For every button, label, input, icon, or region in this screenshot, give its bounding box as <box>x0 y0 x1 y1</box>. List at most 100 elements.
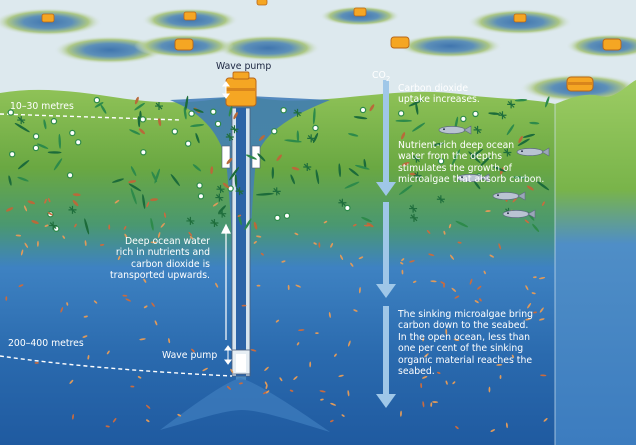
diatom-cell <box>93 96 101 104</box>
organic-particle <box>105 425 110 428</box>
co2-uptake-label: Carbon dioxide uptake increases. <box>398 83 480 106</box>
brown-alga <box>253 221 258 230</box>
microalga-cell <box>8 175 12 186</box>
microalga-cell <box>415 102 419 115</box>
organic-particle <box>112 417 117 423</box>
microalga-cell <box>290 174 295 185</box>
organic-particle <box>37 240 39 247</box>
organic-particle <box>227 385 231 390</box>
microalga-cell <box>43 119 47 130</box>
microalga-cell <box>363 158 367 169</box>
star-alga <box>68 205 77 214</box>
microalga-cell <box>130 166 137 177</box>
microalga-cell <box>244 218 252 231</box>
diatom-cell <box>227 185 234 192</box>
organic-particle <box>212 202 219 207</box>
brown-alga <box>369 104 375 112</box>
organic-particle <box>238 382 243 385</box>
microalga-cell <box>512 176 529 179</box>
diatom-cell <box>344 204 351 212</box>
organic-particle <box>512 197 518 203</box>
organic-particle <box>237 214 242 217</box>
organic-particle <box>44 224 49 227</box>
organic-particle <box>533 311 537 314</box>
organic-particle <box>499 374 502 380</box>
organic-particle <box>430 402 433 407</box>
microalga-cell <box>229 166 240 181</box>
wave-pump-motion-arrow-bottom <box>224 345 232 365</box>
organic-particle <box>294 232 299 236</box>
organic-particle <box>422 337 425 342</box>
brown-alga <box>526 185 534 191</box>
buoy-field <box>41 0 622 92</box>
star-alga <box>155 102 163 111</box>
microalga-cell <box>451 149 461 166</box>
organic-particle <box>540 374 547 377</box>
microalga-cell <box>432 142 445 147</box>
organic-particle <box>125 298 132 302</box>
organic-particle <box>108 224 111 230</box>
organic-particle <box>483 270 486 275</box>
organic-particle <box>488 386 491 393</box>
organic-particle <box>143 278 147 283</box>
organic-particle <box>23 205 28 212</box>
diatom-cell <box>184 140 192 147</box>
organic-particle <box>188 231 193 237</box>
diatom-cell <box>171 128 179 135</box>
fish-school <box>438 125 550 219</box>
star-alga <box>293 108 302 117</box>
co2-arrow-column <box>376 80 396 408</box>
pump-pipe <box>221 107 261 377</box>
brown-alga <box>128 180 137 184</box>
co2-label: CO2 <box>372 70 390 85</box>
organic-particle <box>151 302 155 308</box>
diatom-cell <box>359 106 367 114</box>
microalga-cell <box>17 159 30 170</box>
star-alga <box>436 195 445 204</box>
organic-particle <box>117 255 121 261</box>
microalga-cell <box>112 178 124 183</box>
organic-particle <box>328 312 331 318</box>
organic-particle <box>538 277 546 280</box>
brown-alga <box>222 182 230 189</box>
microalga-cell <box>517 138 530 146</box>
star-alga <box>338 198 347 207</box>
microalga-cell <box>506 124 515 136</box>
organic-particle <box>479 298 482 302</box>
microalga-cell <box>469 148 483 159</box>
organic-particle <box>264 366 269 371</box>
microalga-cell <box>58 133 61 149</box>
microalga-cell <box>192 164 202 172</box>
organic-particle <box>114 199 120 204</box>
brown-alga <box>210 166 214 175</box>
organic-particle <box>350 262 354 267</box>
microalga-cell <box>257 153 266 162</box>
depth-shallow-label: 10–30 metres <box>10 101 74 112</box>
brown-alga <box>291 166 300 171</box>
organic-particle <box>66 302 69 306</box>
microalga-cell <box>128 183 142 192</box>
microalga-cell <box>353 116 368 120</box>
organic-particle <box>341 414 345 417</box>
brown-alga <box>276 154 282 161</box>
organic-particle <box>265 390 270 394</box>
upward-transport-arrow <box>221 223 231 340</box>
microalga-cell <box>315 169 320 185</box>
depth-deep-label: 200–400 metres <box>8 338 84 349</box>
organic-particle <box>452 381 456 385</box>
organic-particle <box>445 380 448 385</box>
organic-particle <box>533 276 537 279</box>
organic-particle <box>527 302 532 309</box>
brown-alga <box>401 132 406 140</box>
microalga-cell <box>395 119 412 123</box>
fish-icon <box>438 125 472 135</box>
organic-particle <box>454 295 460 299</box>
organic-particle <box>424 353 429 358</box>
organic-particle <box>87 355 90 360</box>
sinking-particles <box>5 197 548 432</box>
star-alga <box>186 216 195 225</box>
organic-particle <box>24 242 29 248</box>
star-alga <box>473 125 482 134</box>
depth-line-deep <box>0 355 233 377</box>
organic-particle <box>146 419 150 423</box>
